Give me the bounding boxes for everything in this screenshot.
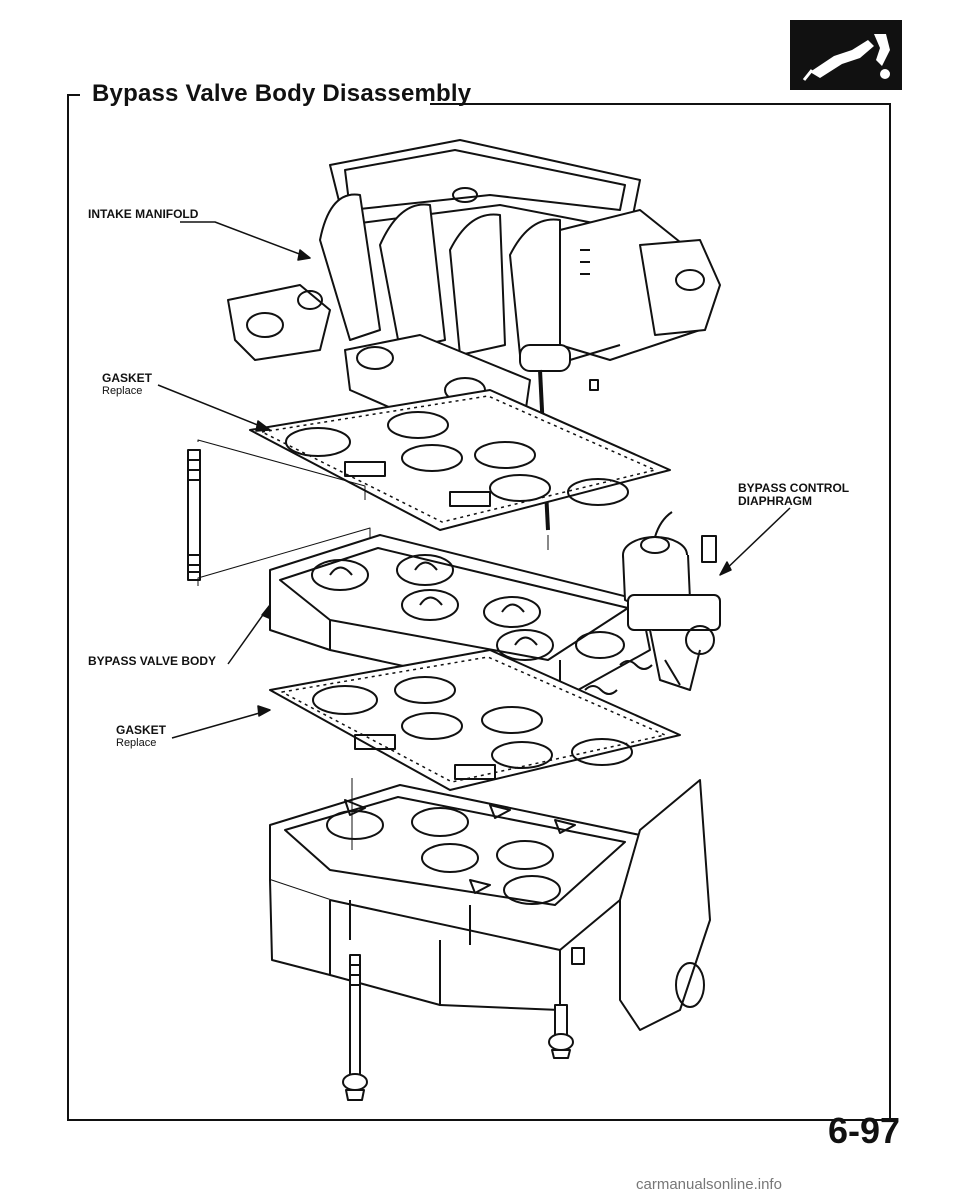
callout-gasket-bottom-note: Replace: [116, 737, 157, 749]
gasket-bottom-illustration: [269, 649, 681, 791]
callout-gasket-bottom: GASKET Replace: [116, 724, 166, 750]
bypass-control-diaphragm-illustration: [622, 511, 721, 691]
callout-bypass-control-line2: DIAPHRAGM: [738, 494, 812, 508]
leader-lines: [157, 221, 791, 739]
bolts-illustration: [342, 535, 574, 1101]
bypass-valve-body-illustration: [269, 534, 653, 701]
callout-intake-manifold: INTAKE MANIFOLD: [88, 207, 199, 221]
gasket-top-illustration: [249, 389, 671, 531]
callout-gasket-top: GASKET Replace: [102, 372, 152, 398]
callout-bypass-control-line1: BYPASS CONTROL: [738, 481, 850, 495]
page-number: 6-97: [828, 1110, 901, 1151]
lower-intake-illustration: [269, 779, 711, 1031]
watermark: carmanualsonline.info: [636, 1176, 782, 1193]
callout-bypass-control-diaphragm: BYPASS CONTROL DIAPHRAGM: [738, 482, 849, 508]
callout-gasket-top-note: Replace: [102, 385, 143, 397]
page-title: Bypass Valve Body Disassembly: [92, 80, 472, 107]
callout-gasket-top-label: GASKET: [102, 371, 153, 385]
callout-bypass-valve-body: BYPASS VALVE BODY: [88, 654, 217, 668]
fuel-nozzle-icon: [790, 20, 902, 90]
callout-gasket-bottom-label: GASKET: [116, 723, 167, 737]
